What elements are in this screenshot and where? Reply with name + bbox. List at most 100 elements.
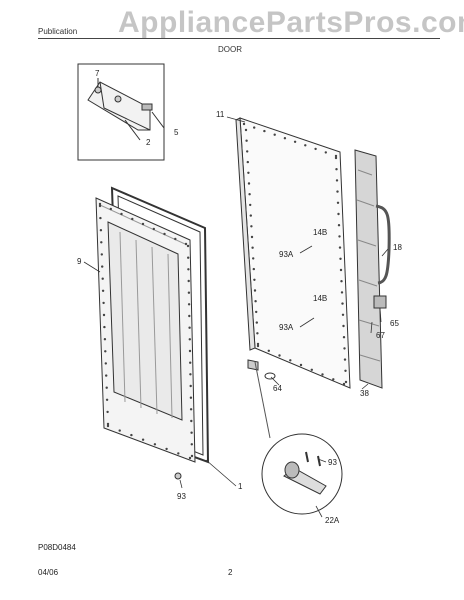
rivet-dot <box>244 128 248 132</box>
rivet-dot <box>106 410 109 414</box>
rivet-dot <box>321 373 324 376</box>
rivet-dot <box>252 257 255 260</box>
callout-93a-bottom: 93A <box>279 323 294 332</box>
rivet-dot <box>256 342 260 346</box>
rivet-dot <box>187 279 190 283</box>
rivet-dot <box>344 380 348 384</box>
handle <box>375 204 391 285</box>
rivet-dot <box>341 302 344 305</box>
rivet-dot <box>120 212 123 216</box>
rivet-dot <box>336 201 340 204</box>
rivet-dot <box>246 160 249 164</box>
rivet-dot <box>337 224 341 227</box>
page-number: 2 <box>228 568 233 577</box>
rivet-dot <box>187 256 190 259</box>
rivet-dot <box>289 359 292 362</box>
rivet-dot <box>339 268 343 272</box>
rivet-dot <box>342 336 346 339</box>
rivet-dot <box>102 301 105 305</box>
callout-67: 67 <box>376 331 385 340</box>
rivet-dot <box>188 314 191 318</box>
rivet-dot <box>246 150 249 153</box>
rivet-dot <box>337 212 340 216</box>
rivet-dot <box>339 257 342 260</box>
rivet-dot <box>340 280 343 283</box>
handle-bracket <box>373 295 387 309</box>
rivet-dot <box>141 222 145 226</box>
rivet-dot <box>153 443 157 446</box>
rivet-dot <box>189 361 192 364</box>
callout-22a: 22A <box>325 516 340 525</box>
rivet-dot <box>189 396 193 399</box>
rivet-dot <box>98 204 102 208</box>
rivet-dots <box>98 122 348 460</box>
rivet-dot <box>186 244 190 248</box>
callout-14b-top: 14B <box>313 228 328 237</box>
rivet-dot <box>314 147 317 151</box>
rivet-dot <box>118 429 121 432</box>
callout-9: 9 <box>77 257 82 266</box>
rivet-dot <box>130 433 133 437</box>
rivet-dot <box>189 373 192 376</box>
callout-7: 7 <box>95 69 100 78</box>
rivet-dot <box>299 363 303 367</box>
rivet-dot <box>249 214 252 217</box>
rivet-dot <box>263 129 266 133</box>
rivet-dot <box>324 151 327 154</box>
rivet-dot <box>247 182 251 185</box>
rivet-dot <box>253 289 257 292</box>
rivet-dot <box>335 168 338 171</box>
rivet-dot <box>283 137 287 140</box>
outer-skin <box>354 149 383 389</box>
rivet-dot <box>267 349 270 352</box>
rivet-dot <box>177 452 180 455</box>
rivet-dot <box>106 422 110 426</box>
rivet-dot <box>101 277 104 280</box>
rivet-dot <box>343 347 346 350</box>
rivet-dot <box>256 344 260 348</box>
rivet-dot <box>256 332 259 335</box>
rivet-dot <box>189 384 192 388</box>
rivet-dot <box>248 193 251 196</box>
rivet-dot <box>101 265 104 268</box>
rivet-dot <box>105 374 108 377</box>
rivet-dot <box>184 242 188 246</box>
rivet-dot <box>188 456 192 460</box>
rivet-dot <box>105 386 108 389</box>
rivet-dot <box>190 431 193 434</box>
rivet-dot <box>104 362 108 365</box>
rivet-dot <box>254 300 257 303</box>
rivet-dot <box>98 202 102 206</box>
rivet-dot <box>344 369 347 372</box>
rivet-dot <box>187 291 191 294</box>
rivet-dot <box>249 203 252 207</box>
rivet-dot <box>101 289 105 292</box>
callout-11: 11 <box>216 110 225 119</box>
callout-14b-bottom: 14B <box>313 294 328 303</box>
rivet-dot <box>106 424 110 428</box>
rivet-dot <box>152 227 155 231</box>
footer-date: 04/06 <box>38 568 59 577</box>
rivet-dot <box>250 225 253 228</box>
callout-5: 5 <box>174 128 179 137</box>
callout-2: 2 <box>146 138 151 147</box>
rivet-dot <box>334 156 338 160</box>
rivet-dot <box>278 354 281 357</box>
rivet-dot <box>188 349 192 353</box>
rivet-dot <box>253 278 256 281</box>
rivet-dot <box>332 378 335 381</box>
rivet-dot <box>105 398 109 401</box>
rivet-dot <box>335 179 339 182</box>
rivet-dot <box>131 217 134 221</box>
rivet-dot <box>253 126 256 129</box>
rivet-dot <box>103 325 106 329</box>
rivet-dot <box>109 207 113 211</box>
callout-64: 64 <box>273 384 282 393</box>
callout-93a-top: 93A <box>279 250 294 259</box>
rivet-dot <box>342 382 346 386</box>
callout-1: 1 <box>238 482 243 491</box>
rivet-dot <box>250 235 254 239</box>
rivet-dot <box>252 267 255 271</box>
rivet-dot <box>188 326 191 329</box>
rivet-dot <box>100 241 103 244</box>
